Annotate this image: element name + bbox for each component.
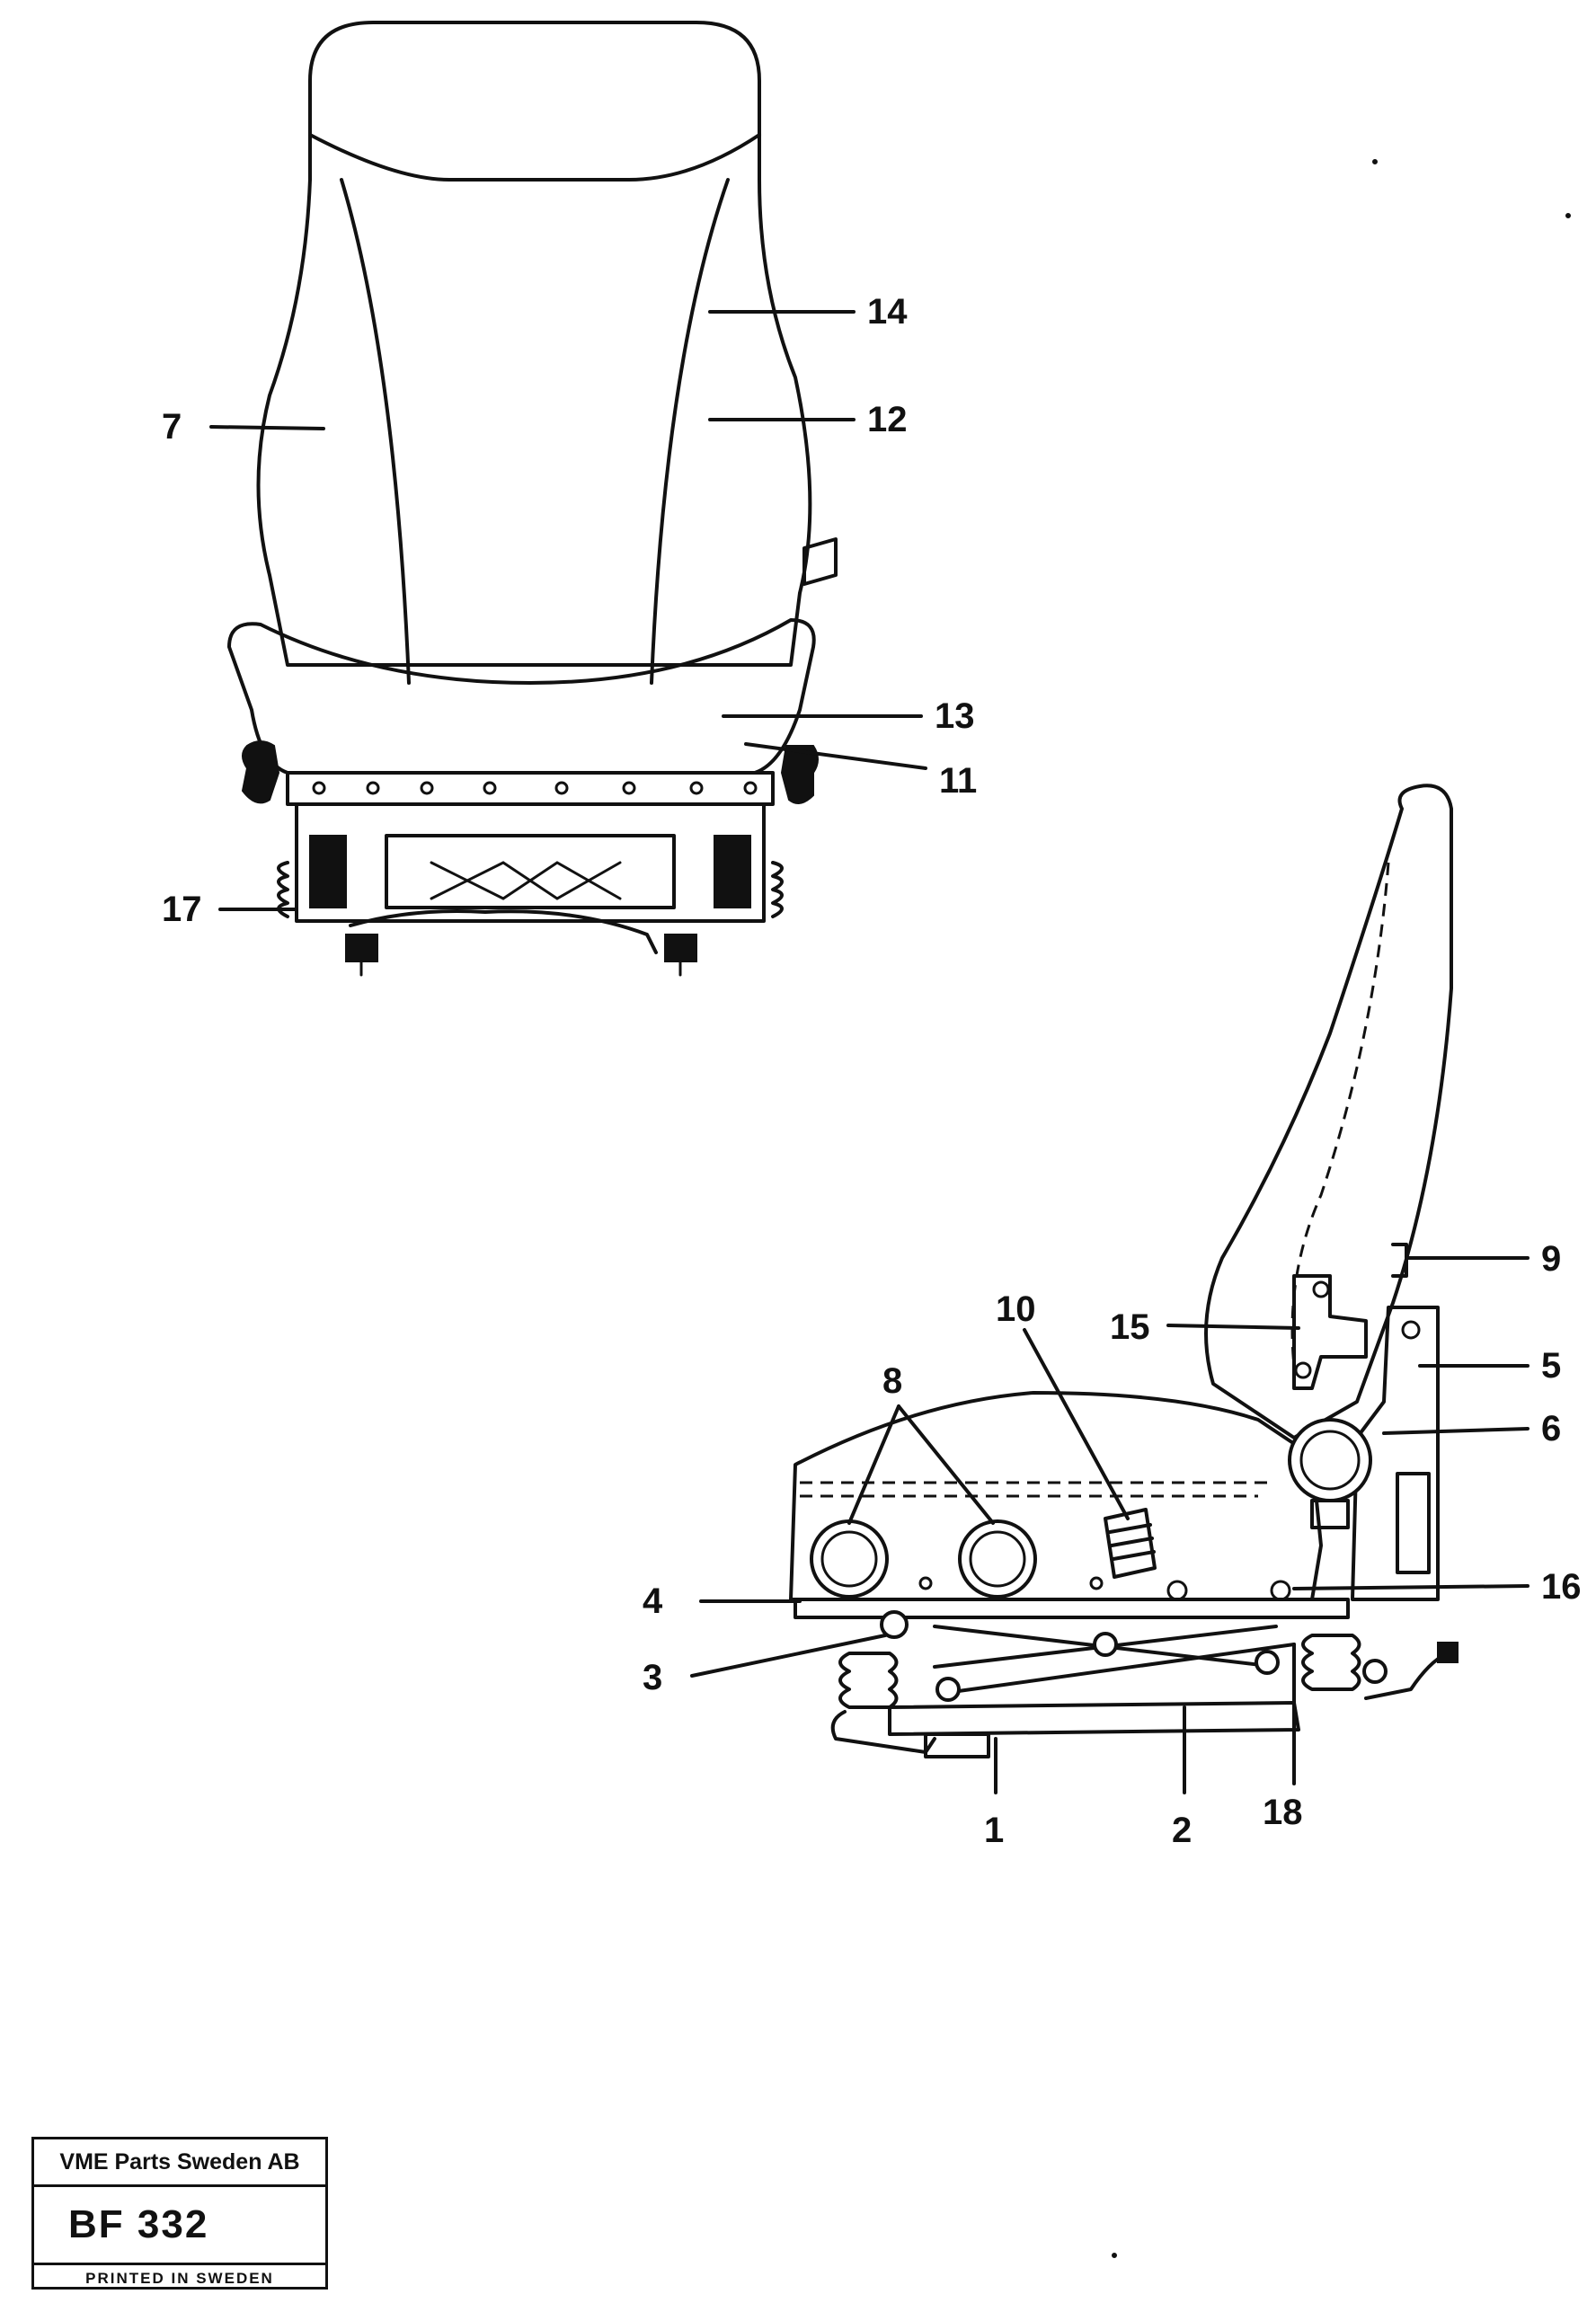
side-bellows-left <box>838 1652 899 1709</box>
callout-5: 5 <box>1541 1346 1561 1386</box>
callout-8: 8 <box>882 1361 902 1401</box>
callout-9: 9 <box>1541 1239 1561 1279</box>
front-side-lever <box>802 537 838 586</box>
callout-13: 13 <box>935 696 975 736</box>
front-center-panel <box>340 178 730 685</box>
front-bellows-right <box>714 835 784 918</box>
side-backrest-hidden-line <box>1290 862 1390 1367</box>
callout-1: 1 <box>984 1811 1004 1850</box>
front-seat-cushion <box>227 618 816 775</box>
side-label-plate <box>1396 1472 1431 1574</box>
callout-2: 2 <box>1172 1811 1192 1850</box>
front-suspension-housing <box>295 802 766 923</box>
callouts: 14 12 7 13 11 17 9 10 15 5 8 6 4 16 3 18… <box>162 292 1582 1850</box>
front-bellows-left <box>277 835 347 918</box>
side-bellows-right <box>1301 1634 1361 1691</box>
front-headrest-band <box>308 133 761 182</box>
side-adjust-spring <box>1104 1508 1157 1579</box>
front-foot-right <box>664 934 697 962</box>
callout-6: 6 <box>1541 1409 1561 1448</box>
side-seat-cushion <box>789 1391 1323 1601</box>
callout-16: 16 <box>1541 1567 1582 1607</box>
front-foot-left <box>345 934 378 962</box>
side-base-slide <box>830 1701 1300 1754</box>
front-view-seat <box>227 21 838 977</box>
callout-7: 7 <box>162 407 182 447</box>
callout-3: 3 <box>643 1658 662 1697</box>
side-seat-hidden-line <box>800 1481 1267 1498</box>
callout-11: 11 <box>939 761 977 801</box>
scan-specks <box>1112 159 1571 2258</box>
callout-10: 10 <box>996 1289 1036 1329</box>
callout-17: 17 <box>162 890 202 929</box>
callout-15: 15 <box>1110 1307 1150 1347</box>
side-backrest-knob <box>1391 1243 1408 1278</box>
title-block-printed: PRINTED IN SWEDEN <box>85 2270 274 2287</box>
title-block-company: VME Parts Sweden AB <box>34 2139 325 2187</box>
side-bracket <box>1292 1274 1368 1390</box>
front-left-knob <box>241 740 280 804</box>
callout-4: 4 <box>643 1581 663 1621</box>
title-block-code: BF 332 <box>34 2187 325 2265</box>
side-backrest-outline <box>1204 784 1453 1439</box>
front-suspension-inner <box>385 834 676 909</box>
front-base-plate <box>286 771 775 806</box>
side-view-seat <box>789 784 1459 1758</box>
front-plate-holes <box>312 781 758 795</box>
front-scissor-links <box>430 861 622 900</box>
side-frame-rail <box>794 1598 1350 1619</box>
side-base-foot <box>924 1732 990 1758</box>
title-block: VME Parts Sweden AB BF 332 PRINTED IN SW… <box>31 2137 328 2290</box>
callout-18: 18 <box>1263 1793 1303 1832</box>
callout-14: 14 <box>867 292 908 332</box>
callout-12: 12 <box>867 400 908 439</box>
side-frame-holes <box>918 1576 1291 1601</box>
front-slide-rail <box>308 909 752 954</box>
side-rear-plate <box>1351 1306 1440 1601</box>
front-backrest-outline <box>256 21 812 667</box>
